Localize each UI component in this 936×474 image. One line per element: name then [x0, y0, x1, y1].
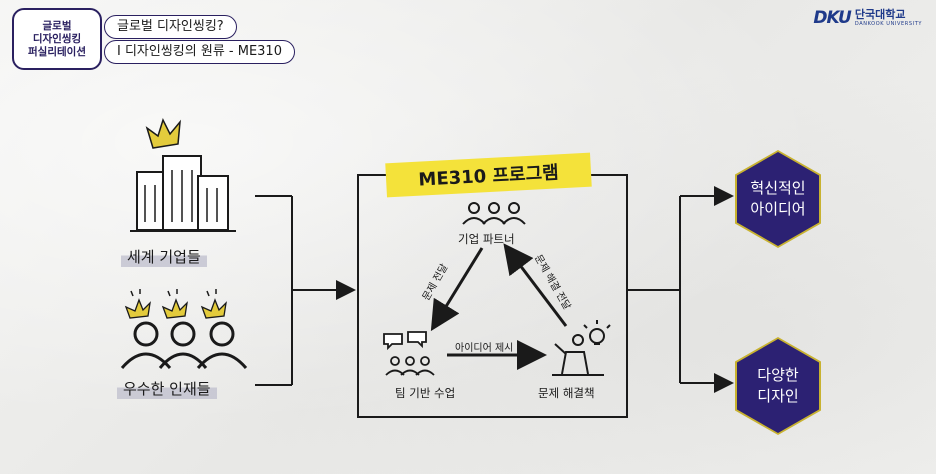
label-talents: 우수한 인재들: [117, 377, 217, 400]
output-innovative-idea: 혁신적인 아이디어: [737, 152, 819, 246]
crown-icon: [145, 118, 181, 149]
sparkle-marks: [130, 289, 217, 297]
course-badge: 글로벌 디자인씽킹 퍼실리테이션: [12, 8, 102, 70]
solution-icon: [552, 320, 611, 376]
badge-line: 디자인씽킹: [32, 32, 82, 45]
node-team-class: 팀 기반 수업: [395, 386, 456, 400]
badge-line: 퍼실리테이션: [28, 45, 86, 58]
crowns-icon: [124, 298, 227, 319]
hex-text: 디자인: [757, 387, 799, 405]
label-global-corporations: 세계 기업들: [121, 245, 207, 268]
arrow-solution-to-partner: [503, 243, 568, 327]
logo-mark: DKU: [813, 8, 851, 28]
section-subtitle: I 디자인씽킹의 원류 - ME310: [104, 40, 295, 64]
node-solution: 문제 해결책: [538, 386, 595, 400]
node-corporate-partner: 기업 파트너: [458, 232, 515, 246]
hex-text: 다양한: [757, 366, 799, 384]
people-icon: [120, 321, 248, 369]
hex-text: 혁신적인: [750, 179, 806, 197]
team-icon: [383, 331, 435, 376]
arrow-partner-to-team: [430, 247, 484, 332]
output-diverse-design: 다양한 디자인: [737, 339, 819, 433]
program-frame: [357, 174, 628, 418]
badge-line: 글로벌: [42, 19, 72, 32]
university-logo: DKU 단국대학교 DANKOOK UNIVERSITY: [813, 8, 922, 28]
hex-text: 아이디어: [750, 200, 806, 218]
buildings-icon: [130, 155, 236, 232]
logo-english: DANKOOK UNIVERSITY: [854, 20, 922, 27]
section-title: 글로벌 디자인씽킹?: [104, 15, 237, 39]
output-connector: [627, 186, 734, 393]
logo-name: 단국대학교: [854, 7, 906, 21]
partner-icon: [462, 202, 526, 225]
input-connector: [255, 195, 356, 386]
edge-label-idea: 아이디어 제시: [455, 343, 514, 354]
